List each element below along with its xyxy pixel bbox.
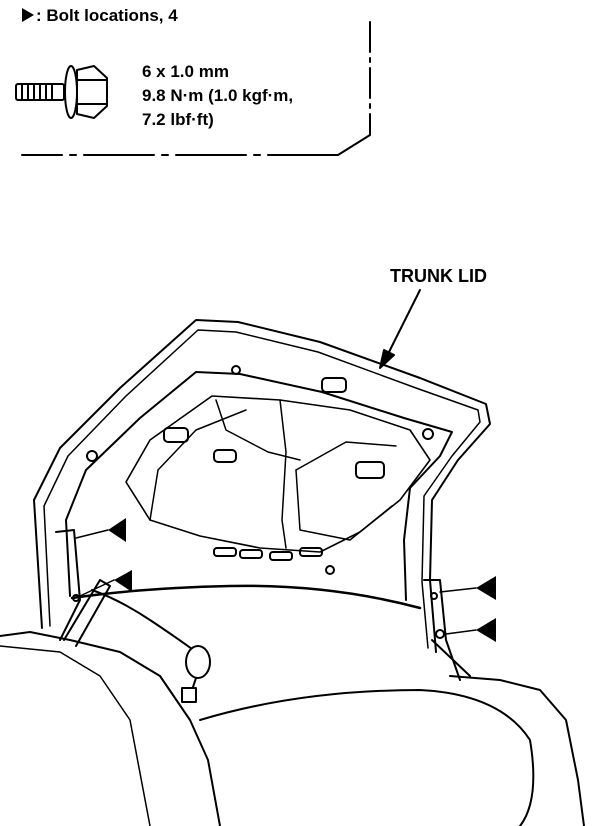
legend-title-text: : Bolt locations, 4 [36,6,178,25]
bolt-pointer-leaders [75,529,477,635]
legend-title: : Bolt locations, 4 [22,6,178,26]
wire-harness [91,589,211,703]
left-hinge [55,529,111,647]
trunk-lid [33,319,491,653]
bolt-pointer-left-lower [114,570,132,592]
legend-box-border [21,21,371,156]
bolt-torque-line2: 7.2 lbf·ft) [142,110,214,129]
car-body [0,631,585,826]
bolt-pointers [108,518,496,642]
bolt-pointer-right-lower [476,618,496,642]
trunk-lid-label: TRUNK LID [390,266,487,286]
bolt-pointer-right-upper [476,576,496,600]
bolt-torque-line1: 9.8 N·m (1.0 kgf·m, [142,86,294,105]
bolt-pointer-left-upper [108,518,126,542]
bolt-icon [15,65,108,119]
right-hinge [423,579,471,681]
trunk-lid-leader [379,289,421,369]
triangle-pointer-icon [22,8,34,22]
bolt-size: 6 x 1.0 mm [142,62,229,81]
